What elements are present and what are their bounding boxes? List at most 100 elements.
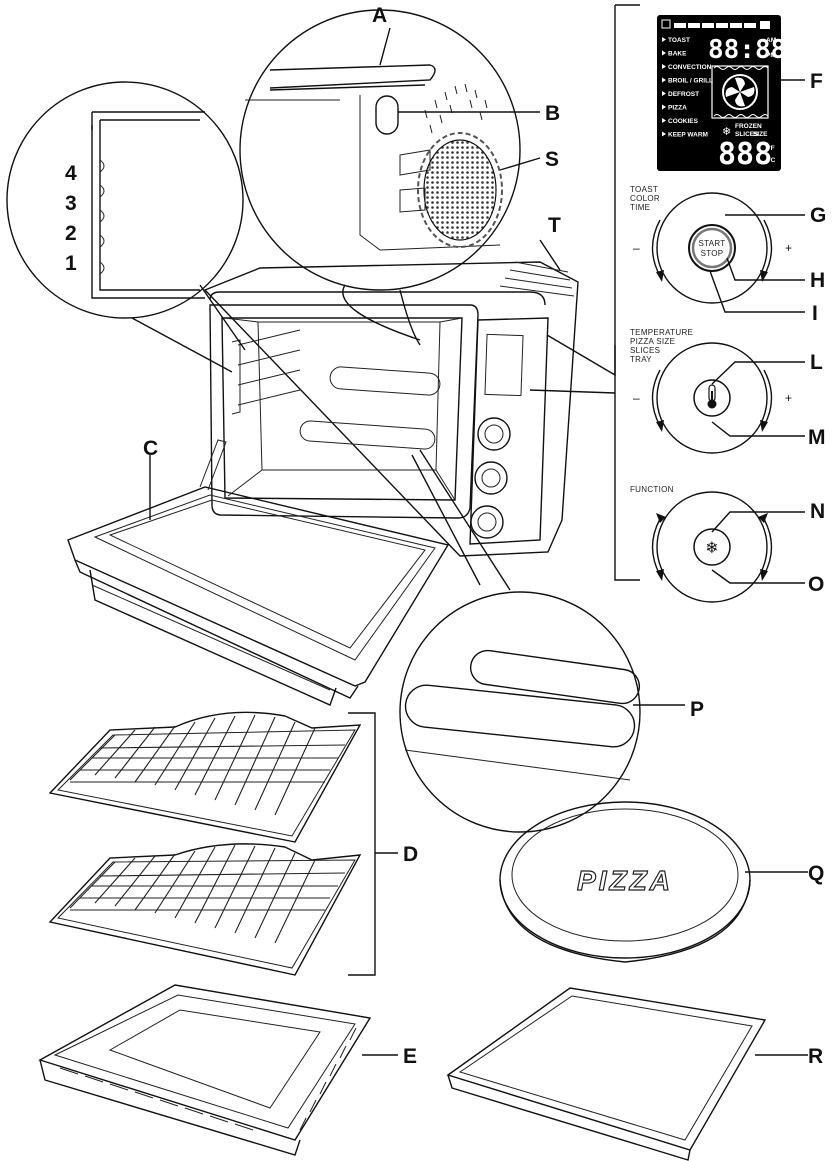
callout-c: C bbox=[143, 437, 158, 460]
callout-m: M bbox=[808, 426, 826, 449]
callout-t: T bbox=[548, 214, 561, 237]
temp-dial-label-1: TEMPERATURE bbox=[630, 328, 693, 337]
toast-dial-label-3: TIME bbox=[630, 203, 650, 212]
lcd-unit-f: °F bbox=[768, 144, 775, 152]
callout-s: S bbox=[545, 148, 559, 171]
top-element-zoom bbox=[239, 9, 521, 346]
lcd-function-marker bbox=[662, 91, 666, 96]
rack-slot-notches bbox=[99, 159, 105, 275]
rack-level-4: 4 bbox=[65, 162, 77, 185]
lcd-panel bbox=[657, 15, 781, 171]
callout-l: L bbox=[810, 351, 823, 374]
stop-label: STOP bbox=[701, 249, 724, 258]
wire-rack-lower bbox=[48, 843, 362, 976]
callout-r: R bbox=[808, 1045, 823, 1068]
snowflake-icon: ❄ bbox=[705, 538, 718, 557]
shelf-rails bbox=[231, 329, 301, 415]
lcd-am: AM bbox=[766, 37, 776, 44]
cavity-vents bbox=[424, 83, 488, 134]
drip-tray bbox=[38, 984, 398, 1156]
lcd-function-marker bbox=[662, 131, 666, 137]
light-bulb bbox=[375, 95, 399, 135]
temperature-dial-ring[interactable] bbox=[656, 342, 768, 454]
lcd-function-marker bbox=[662, 64, 666, 69]
pizza-pan: PIZZA bbox=[499, 801, 808, 963]
defrost-button[interactable] bbox=[693, 528, 731, 566]
temperature-dial: TEMPERATURE PIZZA SIZE SLICES TRAY – + bbox=[630, 328, 805, 454]
callout-h: H bbox=[810, 269, 825, 292]
heating-elements bbox=[299, 366, 441, 450]
callout-a: A bbox=[372, 4, 387, 27]
lcd-function-list: TOAST BAKE CONVECTION BROIL / GRILL DEFROST P… bbox=[662, 37, 713, 139]
lcd-fan-icon bbox=[722, 74, 758, 110]
temp-dial-label-4: TRAY bbox=[630, 355, 652, 364]
lcd-function-item: COOKIES bbox=[668, 118, 699, 125]
lcd-function-marker bbox=[662, 37, 666, 42]
bottom-element-zoom bbox=[399, 449, 641, 833]
temp-dial-label-2: PIZZA SIZE bbox=[630, 337, 675, 346]
temp-dial-label-3: SLICES bbox=[630, 346, 660, 355]
lcd-pm: PM bbox=[766, 52, 776, 59]
lcd-unit-c: °C bbox=[768, 156, 776, 164]
toast-dial-label-2: COLOR bbox=[630, 194, 660, 203]
lcd-function-item: DEFROST bbox=[668, 91, 699, 98]
leader-lines bbox=[149, 27, 561, 520]
oven-body bbox=[67, 261, 579, 706]
callout-letters: A B S T C D E F G H I L M N O P Q R bbox=[143, 4, 826, 1068]
lcd-function-marker bbox=[662, 50, 666, 56]
callout-n: N bbox=[810, 500, 825, 523]
wire-racks bbox=[48, 711, 398, 976]
toast-dial-label-1: TOAST bbox=[630, 185, 658, 194]
function-dial-ring[interactable] bbox=[656, 491, 768, 603]
lcd-function-item: KEEP WARM bbox=[668, 132, 708, 139]
function-dial: FUNCTION ❄ bbox=[630, 485, 805, 603]
lcd-function-item: CONVECTION bbox=[668, 64, 712, 71]
toast-minus: – bbox=[633, 241, 640, 255]
callout-p: P bbox=[690, 698, 704, 721]
rack-level-1: 1 bbox=[65, 252, 77, 275]
lcd-function-item: BAKE bbox=[668, 51, 687, 58]
lcd-function-item: BROIL / GRILL bbox=[668, 78, 713, 85]
lcd-frozen: FROZEN bbox=[735, 123, 762, 130]
lcd-size: SIZE bbox=[753, 131, 768, 138]
top-vents bbox=[499, 261, 575, 297]
lcd-snow-icon: ❄ bbox=[722, 125, 731, 138]
oven-door bbox=[67, 439, 450, 706]
lcd-clock: 88:88 bbox=[708, 35, 786, 65]
callout-i: I bbox=[812, 302, 818, 325]
start-label: START bbox=[699, 239, 726, 248]
pizza-pan-text: PIZZA bbox=[577, 865, 673, 896]
rack-levels-zoom: 4 3 2 1 bbox=[6, 81, 246, 373]
fan-cover bbox=[417, 132, 503, 248]
lcd-function-marker bbox=[662, 104, 666, 110]
temp-plus: + bbox=[785, 391, 792, 405]
callout-f: F bbox=[810, 70, 823, 93]
callout-b: B bbox=[545, 102, 560, 125]
toast-plus: + bbox=[785, 241, 792, 255]
lcd-function-item: PIZZA bbox=[668, 105, 687, 112]
drip-tray-slots bbox=[59, 1027, 357, 1131]
baking-tray bbox=[446, 987, 808, 1161]
lcd-function-marker bbox=[662, 118, 666, 123]
thermometer-icon bbox=[707, 384, 717, 409]
start-stop-button[interactable] bbox=[688, 224, 736, 272]
lcd-temperature: 888 bbox=[718, 137, 772, 172]
toast-dial: TOAST COLOR TIME – + START STOP bbox=[630, 185, 805, 313]
rack-level-3: 3 bbox=[65, 192, 77, 215]
toast-dial-ring[interactable] bbox=[656, 192, 768, 304]
wire-rack-upper bbox=[48, 711, 362, 843]
function-dial-label: FUNCTION bbox=[630, 485, 674, 494]
lcd-function-item: TOAST bbox=[668, 37, 690, 44]
callout-q: Q bbox=[808, 862, 824, 885]
callout-o: O bbox=[808, 573, 824, 596]
lcd-function-marker bbox=[662, 77, 666, 83]
control-panel-bracket bbox=[529, 4, 640, 581]
temp-minus: – bbox=[633, 391, 640, 405]
callout-g: G bbox=[810, 204, 826, 227]
lcd-display: TOAST BAKE CONVECTION BROIL / GRILL DEFROST P… bbox=[657, 15, 805, 172]
rack-level-2: 2 bbox=[65, 222, 77, 245]
lcd-slices: SLICES bbox=[735, 131, 759, 138]
callout-e: E bbox=[403, 1045, 417, 1068]
callout-d: D bbox=[403, 843, 418, 866]
